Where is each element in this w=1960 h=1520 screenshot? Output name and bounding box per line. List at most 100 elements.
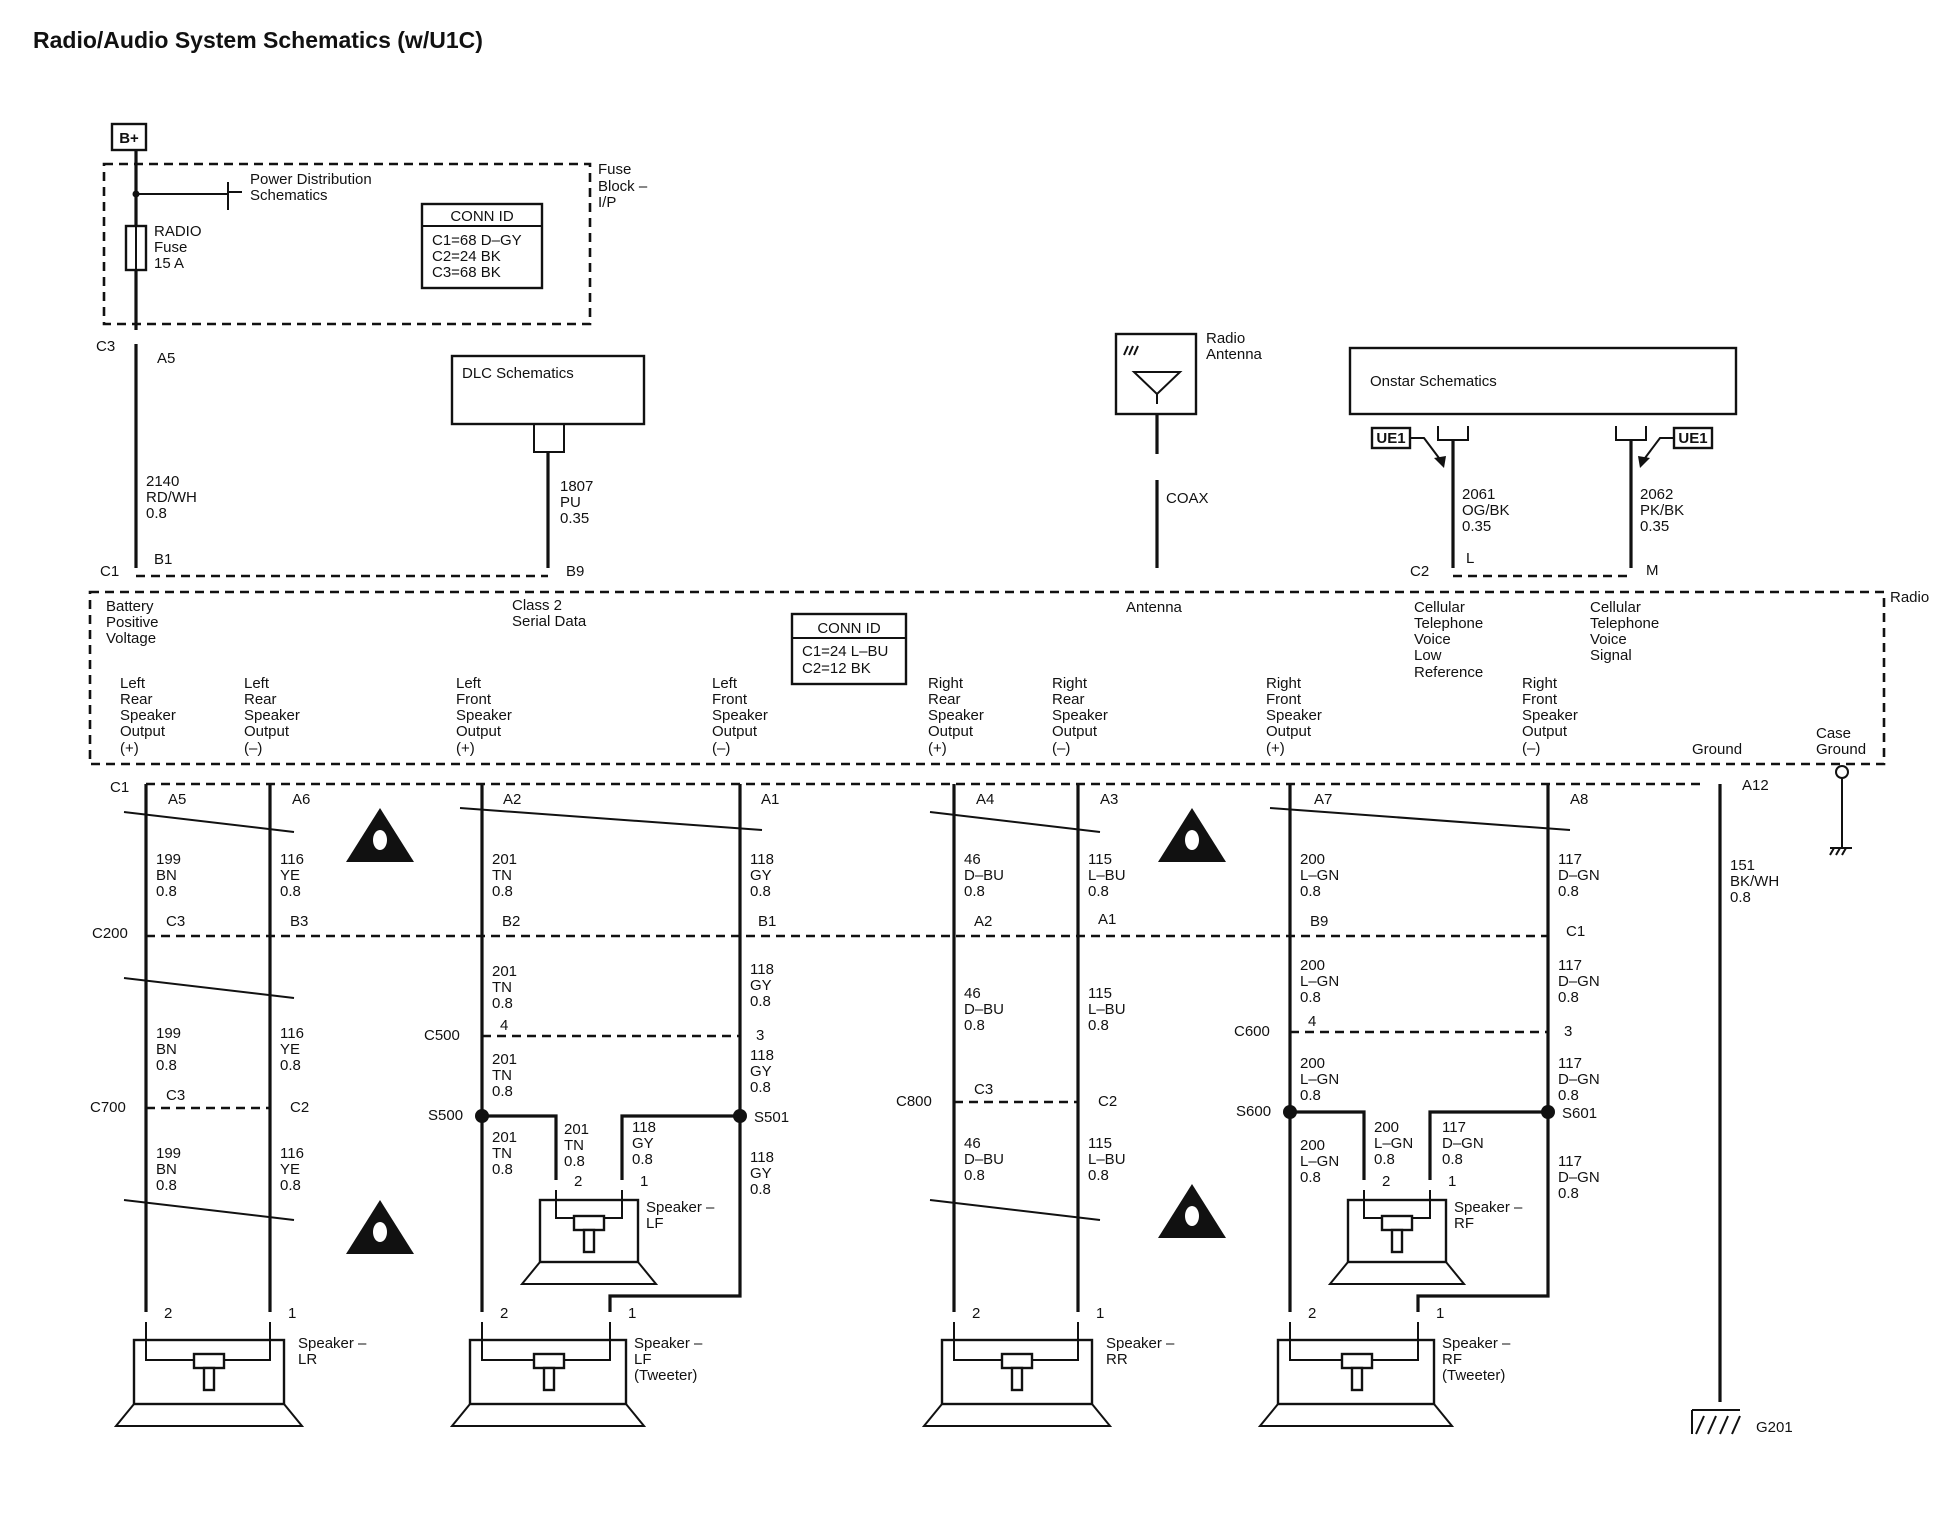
speaker-rf: Speaker –RF 2 1 — [1327, 1173, 1523, 1285]
bottom-connector-c1: C1 — [110, 779, 129, 796]
svg-text:C1=68 D–GY: C1=68 D–GY — [432, 232, 522, 249]
svg-text:A8: A8 — [1570, 791, 1588, 808]
antenna-label: Radio Antenna — [1206, 330, 1263, 363]
svg-text:1: 1 — [628, 1305, 636, 1322]
radio-bottom-connector: C1 A5 A6 A2 A1 A4 A3 A7 A8 A12 — [110, 777, 1769, 808]
c800-connector: C800 C3 C2 — [896, 1081, 1117, 1110]
radio-name: Radio — [1890, 589, 1929, 606]
svg-text:A6: A6 — [292, 791, 310, 808]
svg-text:S500: S500 — [428, 1107, 463, 1124]
svg-text:C2: C2 — [1098, 1093, 1117, 1110]
case-ground-symbol — [1835, 765, 1849, 779]
splices: S500 S501 S600 S601 — [428, 1103, 1597, 1180]
ground-g201: G201 — [1691, 1409, 1793, 1436]
svg-text:2: 2 — [500, 1305, 508, 1322]
svg-text:2: 2 — [164, 1305, 172, 1322]
svg-text:Speaker –LF: Speaker –LF — [646, 1199, 715, 1232]
coax-label: COAX — [1166, 490, 1209, 507]
fuse-block-outline — [102, 162, 592, 326]
svg-text:2: 2 — [1308, 1305, 1316, 1322]
c800-label: C800 — [896, 1093, 932, 1110]
svg-text:B9: B9 — [566, 563, 584, 580]
pin-function-antenna: Antenna — [1126, 599, 1183, 616]
c700-connector: C700 C3 C2 — [90, 1087, 309, 1116]
svg-text:CONN ID: CONN ID — [450, 208, 514, 225]
speaker-rf-tweeter: Speaker –RF(Tweeter) 2 1 — [1257, 1305, 1511, 1427]
svg-text:A7: A7 — [1314, 791, 1332, 808]
svg-text:C2=12 BK: C2=12 BK — [802, 660, 871, 677]
wire-label-2062: 2062 PK/BK 0.35 — [1640, 486, 1688, 535]
wire-label-2140: 2140 RD/WH 0.8 — [146, 473, 201, 522]
svg-text:Speaker –RF(Tweeter): Speaker –RF(Tweeter) — [1442, 1335, 1511, 1384]
speaker-wires — [123, 784, 1722, 1402]
pin-function-battery: Battery Positive Voltage — [106, 598, 163, 647]
svg-text:C3: C3 — [166, 913, 185, 930]
pin-function-cellular-signal: Cellular Telephone Voice Signal — [1590, 599, 1663, 664]
pin-function-serial-data: Class 2 Serial Data — [512, 597, 587, 630]
radio-module: Radio C1 B1 B9 C2 L M Battery Positive V… — [88, 550, 1929, 856]
svg-text:Speaker –RR: Speaker –RR — [1106, 1335, 1175, 1368]
svg-text:3: 3 — [756, 1027, 764, 1044]
radio-top-connector-c2: C2 — [1410, 563, 1429, 580]
speaker-lf: Speaker –LF 2 1 — [519, 1173, 715, 1285]
fuse-label: RADIO Fuse 15 A — [154, 223, 206, 272]
svg-text:C1=24 L–BU: C1=24 L–BU — [802, 643, 888, 660]
svg-text:B2: B2 — [502, 913, 520, 930]
svg-text:1: 1 — [1436, 1305, 1444, 1322]
ground-label: G201 — [1756, 1419, 1793, 1436]
svg-text:1: 1 — [288, 1305, 296, 1322]
case-ground-label: Case Ground — [1816, 725, 1866, 758]
svg-text:Speaker –RF: Speaker –RF — [1454, 1199, 1523, 1232]
svg-text:C2: C2 — [290, 1099, 309, 1116]
svg-text:2: 2 — [972, 1305, 980, 1322]
c200-connector: C200 C3 B3 B2 B1 A2 A1 B9 C1 — [92, 911, 1585, 942]
dlc-box — [450, 354, 646, 426]
svg-text:46D–BU0.8: 46D–BU0.8 — [964, 1135, 1004, 1184]
svg-text:Speaker –LR: Speaker –LR — [298, 1335, 367, 1368]
page-title: Radio/Audio System Schematics (w/U1C) — [33, 27, 483, 53]
svg-text:M: M — [1646, 562, 1659, 579]
speaker-lf-tweeter: Speaker –LF(Tweeter) 2 1 — [449, 1305, 703, 1427]
dlc-label: DLC Schematics — [462, 365, 574, 382]
pin-function-ground: Ground — [1692, 741, 1742, 758]
svg-text:Speaker –LF(Tweeter): Speaker –LF(Tweeter) — [634, 1335, 703, 1384]
svg-text:4: 4 — [500, 1017, 508, 1034]
svg-text:C3: C3 — [166, 1087, 185, 1104]
svg-text:1: 1 — [1448, 1173, 1456, 1190]
battery-supply-box — [110, 122, 148, 152]
svg-text:2: 2 — [574, 1173, 582, 1190]
